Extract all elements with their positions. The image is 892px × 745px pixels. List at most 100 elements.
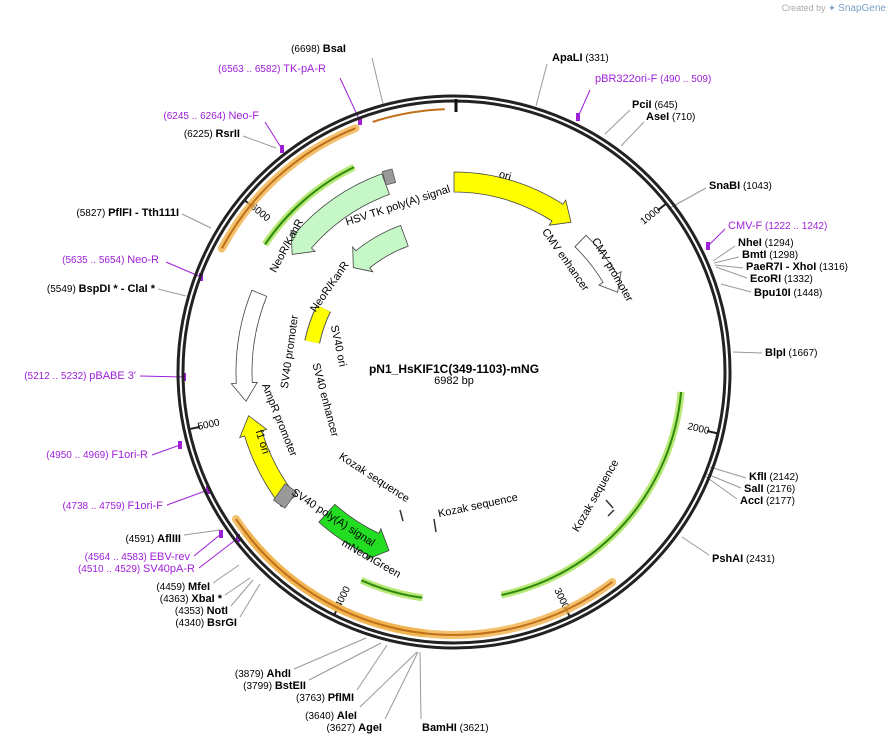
feature-mneongreen[interactable] xyxy=(318,503,390,561)
plasmid-size: 6982 bp xyxy=(434,375,474,387)
enzyme-name: NheI xyxy=(738,237,762,249)
primer-site-pbabe-3[interactable]: (5212 .. 5232) pBABE 3' xyxy=(24,370,136,382)
enzyme-position: (1294) xyxy=(762,238,794,249)
enzyme-leader xyxy=(535,63,548,107)
enzyme-leader xyxy=(242,135,277,149)
enzyme-name: AflIII xyxy=(157,533,181,545)
enzyme-position: (2431) xyxy=(743,554,775,565)
enzyme-site-ahdi[interactable]: (3879) AhdI xyxy=(235,668,291,680)
enzyme-site-pshai[interactable]: PshAI (2431) xyxy=(712,553,775,565)
enzyme-site-text: (3640) AleI xyxy=(305,710,357,722)
enzyme-name: PaeR7I - XhoI xyxy=(746,261,816,273)
enzyme-name: Bpu10I xyxy=(754,287,791,299)
primer-mark xyxy=(706,242,710,250)
enzyme-site-nhei[interactable]: NheI (1294) xyxy=(738,237,794,249)
primer-name: CMV-F xyxy=(728,220,763,232)
enzyme-site-agei[interactable]: (3627) AgeI xyxy=(326,722,382,734)
enzyme-site-pflmi[interactable]: (3763) PflMI xyxy=(296,692,354,704)
enzyme-site-bspdi-clai[interactable]: (5549) BspDI * - ClaI * xyxy=(47,283,156,295)
enzyme-position: (1448) xyxy=(791,288,823,299)
enzyme-name: KflI xyxy=(749,471,767,483)
enzyme-site-pflfi-tth111i[interactable]: (5827) PflFI - Tth111I xyxy=(76,207,179,219)
enzyme-position: (6225) xyxy=(184,129,216,140)
primer-name: pBABE 3' xyxy=(89,370,136,382)
enzyme-site-text: (4363) XbaI * xyxy=(160,593,223,605)
enzyme-site-kfli[interactable]: KflI (2142) xyxy=(749,471,798,483)
primer-site-f1ori-f[interactable]: (4738 .. 4759) F1ori-F xyxy=(63,500,164,512)
feature-sv40-polya-box[interactable] xyxy=(272,483,298,509)
primer-leader xyxy=(707,228,726,247)
enzyme-site-mfei[interactable]: (4459) MfeI xyxy=(156,581,210,593)
snapgene-logo-icon: ✦ xyxy=(828,3,836,13)
enzyme-leader xyxy=(359,651,418,708)
enzyme-site-bsai[interactable]: (6698) BsaI xyxy=(291,43,346,55)
enzyme-site-bsrgi[interactable]: (4340) BsrGI xyxy=(175,617,237,629)
enzyme-position: (6698) xyxy=(291,44,323,55)
enzyme-position: (4340) xyxy=(175,618,207,629)
sv40-promoter-arrow[interactable] xyxy=(230,289,268,402)
enzyme-name: SalI xyxy=(744,483,764,495)
enzyme-site-text: BlpI (1667) xyxy=(765,347,817,359)
enzyme-site-bsteii[interactable]: (3799) BstEII xyxy=(243,680,306,692)
enzyme-site-sali[interactable]: SalI (2176) xyxy=(744,483,795,495)
enzyme-name: BlpI xyxy=(765,347,786,359)
feature-neor-kanr[interactable] xyxy=(352,224,409,273)
feature-neor-kanr[interactable] xyxy=(290,173,390,255)
enzyme-name: BsaI xyxy=(323,43,346,55)
cmv-arrow[interactable] xyxy=(574,234,622,293)
backbone-tick-1000 xyxy=(657,202,667,212)
enzyme-position: (4363) xyxy=(160,594,192,605)
enzyme-site-bpu10i[interactable]: Bpu10I (1448) xyxy=(754,287,822,299)
primer-site-pbr322ori-f[interactable]: pBR322ori-F (490 .. 509) xyxy=(595,73,711,85)
feature-ori[interactable] xyxy=(453,171,572,226)
enzyme-position: (645) xyxy=(652,100,678,111)
enzyme-site-blpi[interactable]: BlpI (1667) xyxy=(765,347,817,359)
enzyme-leader xyxy=(224,577,251,596)
primer-site-ebv-rev[interactable]: (4564 .. 4583) EBV-rev xyxy=(85,551,191,563)
primer-range: (5635 .. 5654) xyxy=(62,255,127,266)
enzyme-leader xyxy=(704,475,738,500)
enzyme-site-ecori[interactable]: EcoRI (1332) xyxy=(750,273,813,285)
primer-site-neo-f[interactable]: (6245 .. 6264) Neo-F xyxy=(163,110,259,122)
primer-site-f1ori-r[interactable]: (4950 .. 4969) F1ori-R xyxy=(46,449,148,461)
backbone-tick-5000 xyxy=(188,425,201,431)
enzyme-site-bmti[interactable]: BmtI (1298) xyxy=(742,249,798,261)
enzyme-site-noti[interactable]: (4353) NotI xyxy=(175,605,228,617)
enzyme-position: (3640) xyxy=(305,711,337,722)
orf-ring-bottom xyxy=(242,529,426,637)
enzyme-site-xbai[interactable]: (4363) XbaI * xyxy=(160,593,223,605)
enzyme-leader xyxy=(713,256,740,264)
enzyme-name: AleI xyxy=(337,710,357,722)
enzyme-leader xyxy=(183,529,221,536)
primer-range: (6563 .. 6582) xyxy=(218,64,283,75)
enzyme-site-text: EcoRI (1332) xyxy=(750,273,813,285)
enzyme-position: (3799) xyxy=(243,681,275,692)
primer-site-sv40pa-r[interactable]: (4510 .. 4529) SV40pA-R xyxy=(78,563,195,575)
feature-f1-ori[interactable] xyxy=(239,415,297,508)
enzyme-site-snabi[interactable]: SnaBI (1043) xyxy=(709,180,772,192)
enzyme-site-afliii[interactable]: (4591) AflIII xyxy=(125,533,181,545)
enzyme-leader xyxy=(293,637,367,670)
primer-leader xyxy=(166,489,209,506)
enzyme-site-pcii[interactable]: PciI (645) xyxy=(632,99,678,111)
enzyme-site-acci[interactable]: AccI (2177) xyxy=(740,495,795,507)
enzyme-site-apali[interactable]: ApaLI (331) xyxy=(552,52,609,64)
backbone-ring xyxy=(176,94,732,650)
enzyme-name: NotI xyxy=(207,605,228,617)
primer-site-tk-pa-r[interactable]: (6563 .. 6582) TK-pA-R xyxy=(218,63,326,75)
enzyme-site-paer7i-xhoi[interactable]: PaeR7I - XhoI (1316) xyxy=(746,261,848,273)
primer-range: (4564 .. 4583) xyxy=(85,552,150,563)
enzyme-name: BspDI * - ClaI * xyxy=(79,283,156,295)
enzyme-site-asei[interactable]: AseI (710) xyxy=(646,111,695,123)
primer-site-cmv-f[interactable]: CMV-F (1222 .. 1242) xyxy=(728,220,827,232)
enzyme-name: AseI xyxy=(646,111,669,123)
enzyme-leader xyxy=(714,264,744,269)
kozak-mark xyxy=(433,518,437,533)
enzyme-site-alei[interactable]: (3640) AleI xyxy=(305,710,357,722)
primer-name: Neo-F xyxy=(228,110,259,122)
primer-site-neo-r[interactable]: (5635 .. 5654) Neo-R xyxy=(62,254,159,266)
enzyme-site-bamhi[interactable]: BamHI (3621) xyxy=(422,722,489,734)
feature-hsv-tk-polya-box[interactable] xyxy=(381,168,397,186)
enzyme-site-rsrii[interactable]: (6225) RsrII xyxy=(184,128,240,140)
